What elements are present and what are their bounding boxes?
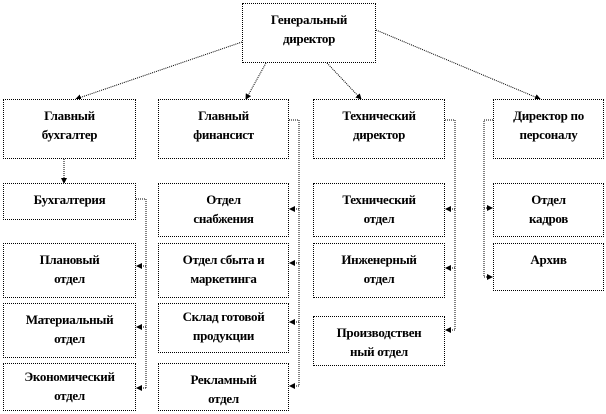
arrow-ceo-to-tech-director [326, 62, 362, 100]
box-technical-dept: Технический отдел [313, 183, 445, 237]
box-economic-dept: Экономический отдел [3, 363, 136, 411]
box-engineering-dept: Инженерный отдел [313, 243, 445, 298]
label: Технический отдел [342, 192, 416, 226]
label: Рекламный отдел [190, 372, 257, 406]
label: Технический директор [342, 108, 416, 142]
bracket-accounting [136, 198, 147, 388]
label: Склад готовой продукции [182, 309, 265, 343]
box-supply-dept: Отдел снабжения [158, 183, 289, 237]
label: Отдел снабжения [193, 192, 254, 226]
label: Архив [530, 252, 567, 267]
box-accounting: Бухгалтерия [3, 183, 136, 220]
box-chief-accountant: Главный бухгалтер [3, 99, 136, 159]
box-archive: Архив [493, 243, 604, 291]
label: Производствен ный отдел [336, 325, 422, 359]
label: Бухгалтерия [33, 192, 106, 207]
box-sales-marketing-dept: Отдел сбыта и маркетинга [158, 243, 289, 298]
label: Директор по персоналу [513, 108, 584, 142]
arrow-ceo-to-financier [245, 62, 267, 100]
bracket-technical [445, 119, 456, 330]
box-material-dept: Материальный отдел [3, 303, 136, 358]
label: Генеральный директор [270, 12, 348, 46]
box-finished-goods-warehouse: Склад готовой продукции [158, 303, 289, 353]
arrow-ceo-to-hr-director [375, 29, 541, 100]
label: Плановый отдел [39, 252, 100, 286]
bracket-personnel [483, 119, 493, 277]
label: Материальный отдел [25, 312, 114, 346]
box-hr-dept: Отдел кадров [493, 183, 604, 237]
box-ceo: Генеральный директор [242, 3, 376, 63]
bracket-finance [289, 119, 300, 386]
box-chief-financier: Главный финансист [158, 99, 289, 159]
label: Главный финансист [193, 108, 254, 142]
label: Экономический отдел [24, 369, 115, 403]
box-planning-dept: Плановый отдел [3, 243, 136, 298]
label: Отдел сбыта и маркетинга [182, 252, 265, 286]
arrow-ceo-to-accountant [75, 41, 243, 101]
box-hr-director: Директор по персоналу [493, 99, 604, 159]
label: Отдел кадров [529, 192, 568, 226]
box-technical-director: Технический директор [313, 99, 445, 159]
label: Инженерный отдел [341, 252, 417, 286]
label: Главный бухгалтер [41, 108, 98, 142]
box-advertising-dept: Рекламный отдел [158, 363, 289, 411]
box-production-dept: Производствен ный отдел [313, 316, 445, 366]
